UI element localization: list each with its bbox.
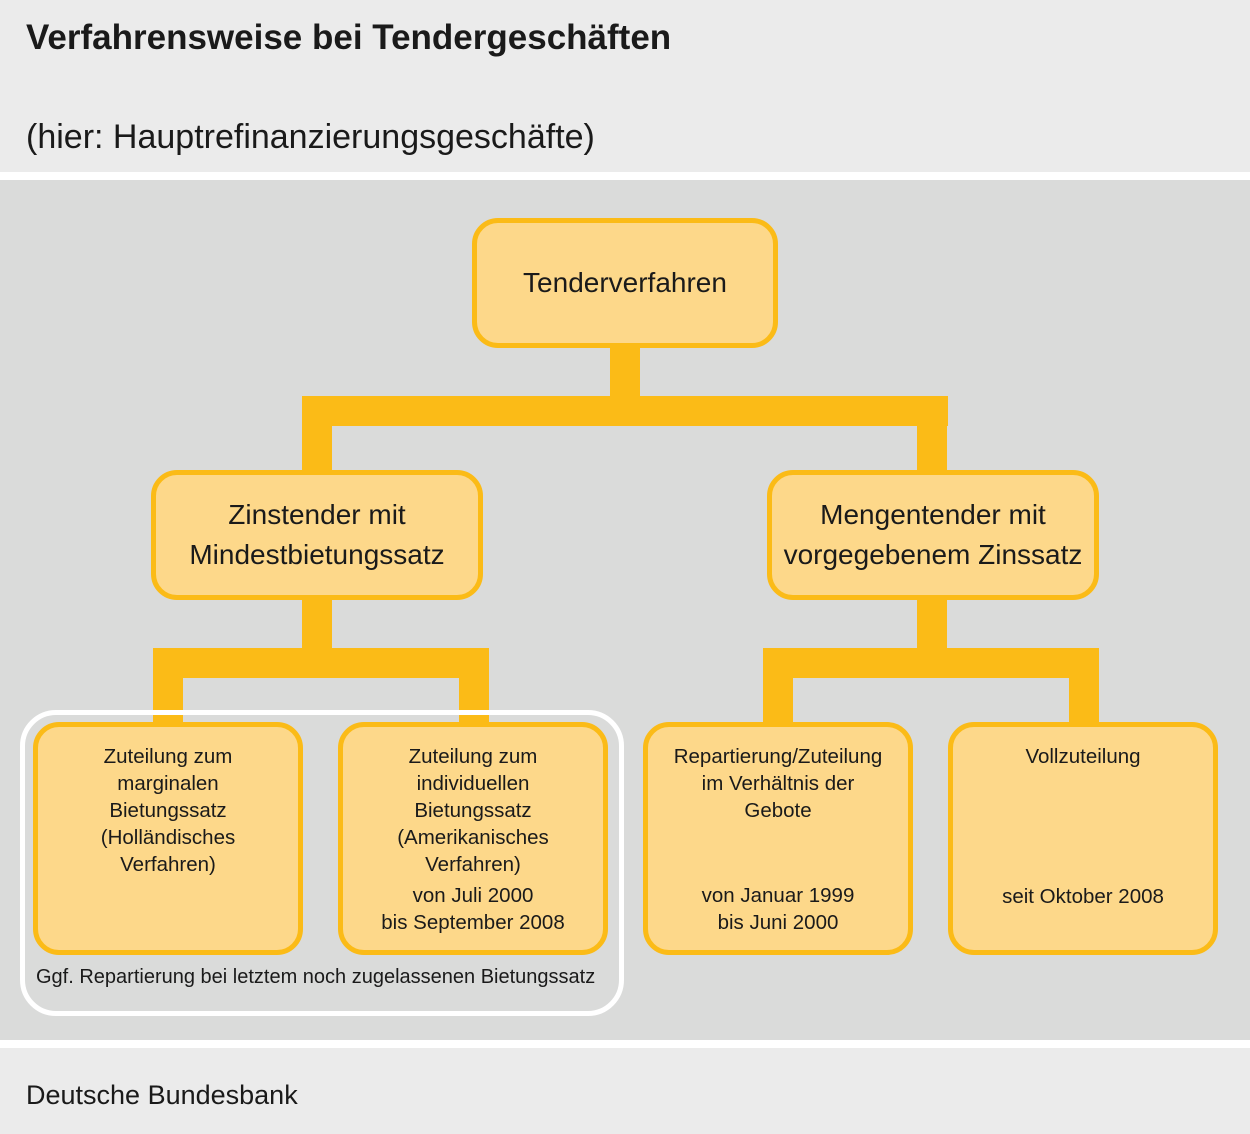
node-label: Zinstender mit [228,499,406,530]
node-line: Verfahren) [425,853,521,876]
node-label: vorgegebenem Zinssatz [783,539,1083,570]
connector [302,396,332,474]
node-line: Verfahren) [120,853,216,876]
group-note: Ggf. Repartierung bei letztem noch zugel… [36,966,596,988]
divider [0,172,1250,180]
connector [302,396,948,426]
node-line: Bietungssatz [414,799,532,822]
connector [763,648,793,726]
dutch-american-group [20,710,624,1016]
node-label: Mindestbietungssatz [189,539,445,570]
node-date-line: seit Oktober 2008 [1002,885,1164,908]
node-zinstender: Zinstender mit Mindestbietungssatz [151,470,483,600]
node-line: (Amerikanisches [397,826,549,849]
node-label: Tenderverfahren [523,267,727,298]
node-line: Repartierung/Zuteilung [673,745,883,768]
connector [917,597,947,652]
node-date-line: bis Juni 2000 [717,911,839,934]
node-date: von Januar 1999 bis Juni 2000 [702,882,855,950]
node-tenderverfahren: Tenderverfahren [472,218,778,348]
node-dutch-auction: Zuteilung zum marginalen Bietungssatz (H… [33,722,303,955]
node-line: (Holländisches [100,826,236,849]
node-date: von Juli 2000 bis September 2008 [381,882,564,950]
connector [610,345,640,400]
node-line: Bietungssatz [109,799,227,822]
node-line: im Verhältnis der [701,772,855,795]
node-american-auction: Zuteilung zum individuellen Bietungssatz… [338,722,608,955]
node-label: Mengentender mit [820,499,1046,530]
divider [0,1040,1250,1048]
chart-subtitle: (hier: Hauptrefinanzierungsgeschäfte) [26,118,595,156]
connector [917,396,947,474]
node-date: seit Oktober 2008 [1002,883,1164,950]
connector [302,597,332,652]
node-line: Vollzuteilung [1025,745,1141,768]
node-line: individuellen [416,772,530,795]
node-line: Zuteilung zum [408,745,538,768]
node-date-line: von Januar 1999 [701,884,855,907]
node-date-line: bis September 2008 [381,911,565,934]
source-label: Deutsche Bundesbank [26,1080,298,1110]
node-line: Gebote [744,799,812,822]
node-mengentender: Mengentender mit vorgegebenem Zinssatz [767,470,1099,600]
connector [153,648,489,678]
node-line: marginalen [117,772,219,795]
node-repartierung: Repartierung/Zuteilung im Verhältnis der… [643,722,913,955]
node-vollzuteilung: Vollzuteilung seit Oktober 2008 [948,722,1218,955]
node-date-line: von Juli 2000 [412,884,534,907]
connector [1069,648,1099,726]
node-line: Zuteilung zum [103,745,233,768]
chart-title: Verfahrensweise bei Tendergeschäften [26,18,672,57]
connector [763,648,1099,678]
